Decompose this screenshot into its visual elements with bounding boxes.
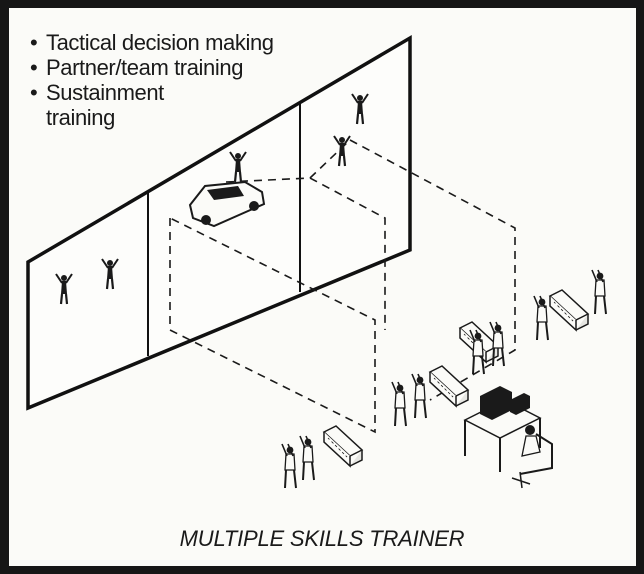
feature-list: Tactical decision making Partner/team tr… — [30, 30, 274, 130]
trainee-figure-icon — [281, 443, 297, 489]
bullet-text: Sustainment training — [46, 80, 164, 130]
trainee-figure-icon — [591, 269, 607, 315]
bullet-text: Partner/team training — [46, 55, 244, 80]
bullet-item: Tactical decision making — [30, 30, 274, 55]
bullet-item: Partner/team training — [30, 55, 274, 80]
computer-workstation-icon — [463, 386, 553, 489]
vehicle-icon — [188, 180, 266, 228]
barricade-icon — [549, 289, 589, 331]
training-lanes — [169, 139, 516, 434]
trainee-figure-icon — [533, 295, 549, 341]
barricade-icon — [323, 425, 363, 467]
barricade-icon — [429, 365, 469, 407]
trainee-figure-icon — [299, 435, 315, 481]
trainee-figure-icon — [411, 373, 427, 419]
diagram-caption: MULTIPLE SKILLS TRAINER — [179, 526, 465, 551]
bullet-text: Tactical decision making — [46, 30, 274, 55]
trainee-figure-icon — [391, 381, 407, 427]
bullet-item: Sustainment training — [30, 80, 274, 130]
